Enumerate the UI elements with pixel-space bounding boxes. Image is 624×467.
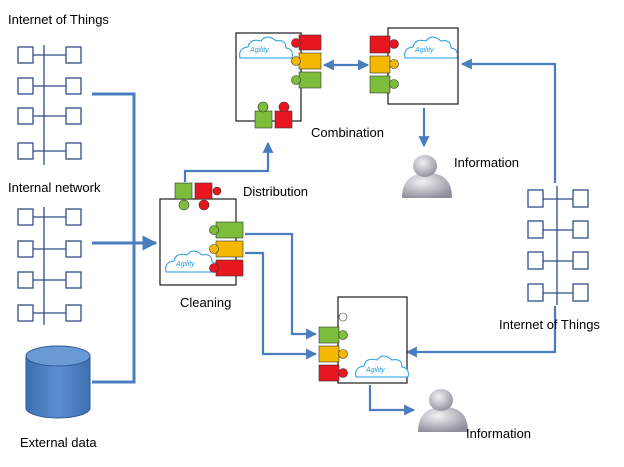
- bottom-box: Agility: [337, 296, 409, 384]
- puzzle-combination-bottom: [254, 101, 293, 129]
- combination-left-box: Agility: [235, 32, 302, 122]
- information-person-top: [402, 155, 452, 198]
- arrow-distribution-to-combination: [183, 141, 274, 182]
- arrow-to-information-bottom: [368, 385, 416, 416]
- flow-lines: [92, 92, 158, 384]
- arrow-cleaning-to-bottom-2: [245, 251, 318, 360]
- label-internal-network: Internal network: [8, 180, 101, 195]
- agility-logo-text: Agility: [414, 47, 434, 54]
- label-cleaning: Cleaning: [180, 295, 232, 310]
- agility-logo-text: Agility: [249, 47, 269, 54]
- agility-logo-text: Agility: [365, 367, 385, 374]
- puzzle-combination-right: [369, 35, 399, 94]
- label-external-data: External data: [20, 435, 97, 450]
- label-information-top: Information: [454, 155, 520, 170]
- arrow-iot-to-combination: [460, 58, 557, 183]
- label-information-bottom: Information: [466, 426, 532, 441]
- arrow-cleaning-to-bottom-1: [245, 232, 318, 340]
- puzzle-bottom: [318, 312, 348, 382]
- puzzle-cleaning-right: [209, 221, 244, 277]
- information-person-bottom: [418, 389, 468, 432]
- collector-bus: [92, 92, 136, 384]
- agility-logo-text: Agility: [175, 261, 195, 268]
- puzzle-combination-left: [291, 34, 322, 89]
- combination-right-box: Agility: [387, 27, 459, 105]
- puzzle-cleaning-top: [174, 182, 222, 211]
- iot-network-top-left: [17, 45, 82, 165]
- arrow-iot-to-bottom: [405, 306, 557, 358]
- iot-network-right: [527, 186, 589, 305]
- label-distribution: Distribution: [243, 184, 309, 199]
- internal-network: [17, 207, 82, 325]
- label-iot-right: Internet of Things: [499, 317, 600, 332]
- label-combination: Combination: [311, 125, 384, 140]
- label-iot-top-left: Internet of Things: [8, 12, 109, 27]
- external-data-cylinder: [25, 345, 91, 419]
